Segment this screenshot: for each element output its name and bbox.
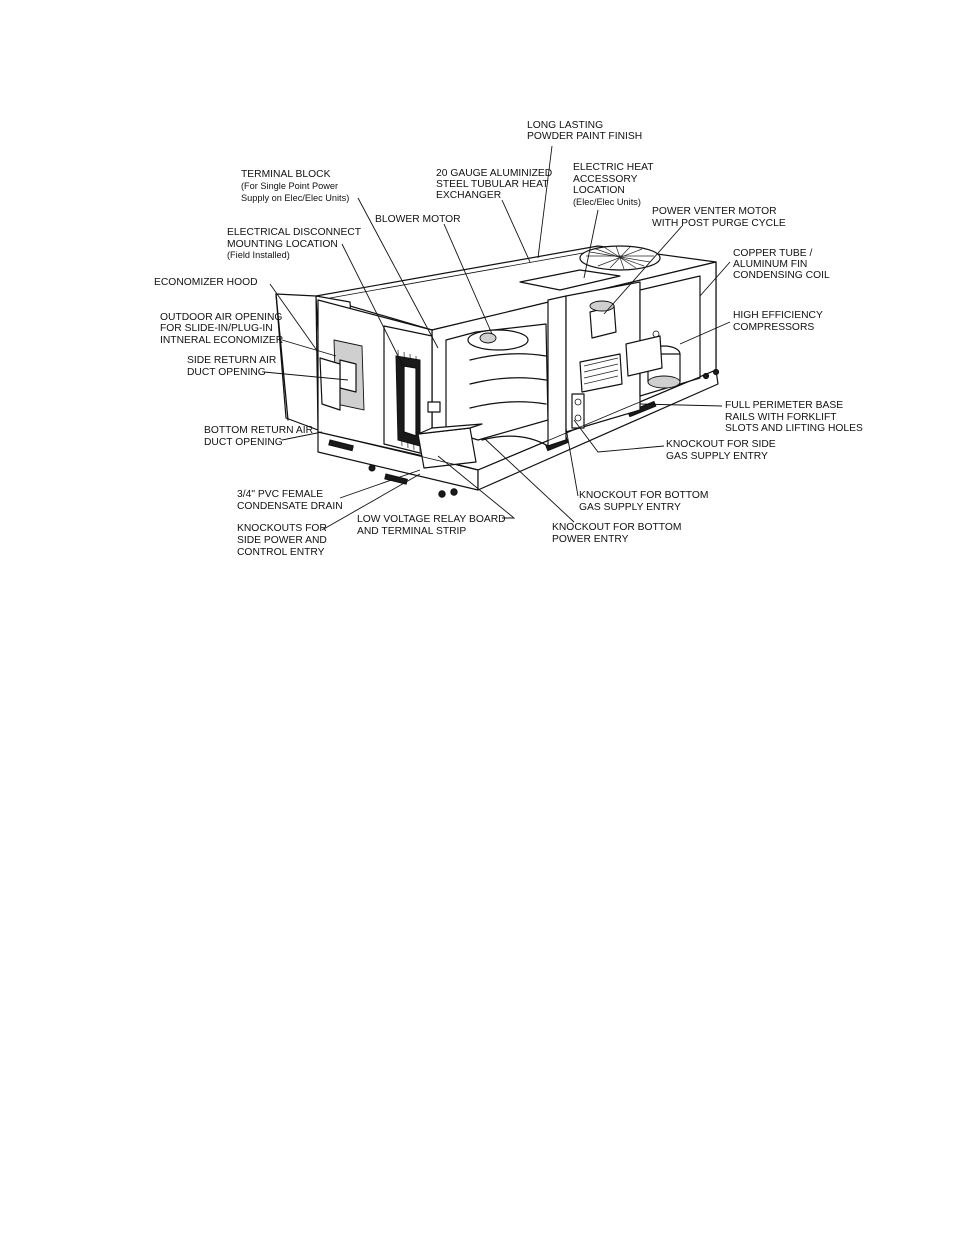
- label-knockout-bottom-gas: KNOCKOUT FOR BOTTOM GAS SUPPLY ENTRY: [579, 490, 711, 513]
- label-side-return-air: SIDE RETURN AIR DUCT OPENING: [187, 355, 279, 378]
- label-outdoor-air-opening: OUTDOOR AIR OPENING FOR SLIDE-IN/PLUG-IN…: [160, 312, 285, 346]
- label-long-lasting-finish: LONG LASTING POWDER PAINT FINISH: [527, 120, 642, 142]
- label-condensing-coil: COPPER TUBE / ALUMINUM FIN CONDENSING CO…: [733, 248, 830, 281]
- label-electric-heat-location: ELECTRIC HEAT ACCESSORY LOCATION (Elec/E…: [573, 162, 656, 207]
- label-electrical-disconnect: ELECTRICAL DISCONNECT MOUNTING LOCATION …: [227, 227, 364, 260]
- label-knockout-bottom-power: KNOCKOUT FOR BOTTOM POWER ENTRY: [552, 522, 684, 545]
- label-bottom-return-air: BOTTOM RETURN AIR DUCT OPENING: [204, 425, 316, 448]
- label-knockouts-side-power: KNOCKOUTS FOR SIDE POWER AND CONTROL ENT…: [237, 523, 330, 558]
- label-power-venter-motor: POWER VENTER MOTOR WITH POST PURGE CYCLE: [652, 206, 786, 229]
- label-terminal-block: TERMINAL BLOCK (For Single Point Power S…: [241, 169, 349, 203]
- label-blower-motor: BLOWER MOTOR: [375, 214, 461, 225]
- label-heat-exchanger: 20 GAUGE ALUMINIZED STEEL TUBULAR HEAT E…: [436, 168, 555, 201]
- label-high-efficiency-compressors: HIGH EFFICIENCY COMPRESSORS: [733, 310, 826, 333]
- label-full-perimeter-base-rails: FULL PERIMETER BASE RAILS WITH FORKLIFT …: [725, 400, 863, 434]
- label-pvc-condensate-drain: 3/4" PVC FEMALE CONDENSATE DRAIN: [237, 489, 343, 512]
- leader-lines: [263, 145, 731, 531]
- label-knockout-side-gas: KNOCKOUT FOR SIDE GAS SUPPLY ENTRY: [666, 439, 779, 462]
- rooftop-unit-illustration: [275, 245, 720, 498]
- callout-labels: LONG LASTING POWDER PAINT FINISH TERMINA…: [154, 120, 863, 558]
- label-low-voltage-relay-board: LOW VOLTAGE RELAY BOARD AND TERMINAL STR…: [357, 514, 508, 537]
- label-economizer-hood: ECONOMIZER HOOD: [154, 277, 258, 288]
